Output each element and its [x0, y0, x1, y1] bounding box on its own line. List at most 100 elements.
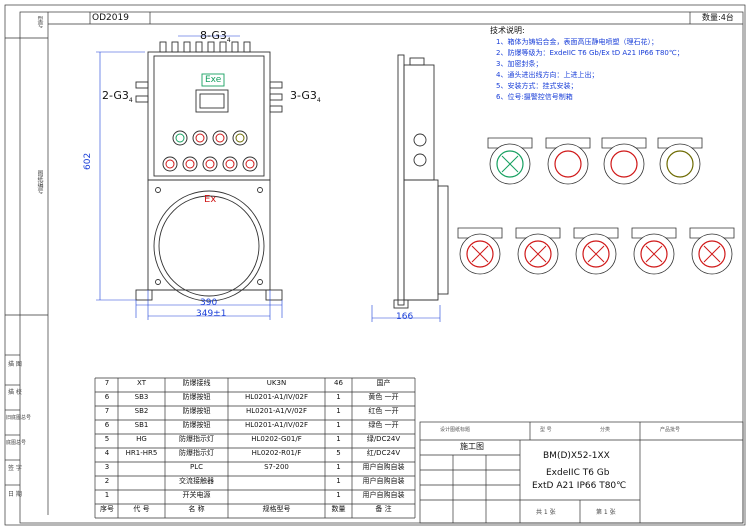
bom-cell-name: 防爆按钮: [182, 407, 211, 415]
quantity-label: 数量:4台: [702, 13, 734, 22]
bom-cell-note: 红/DC24V: [366, 449, 401, 457]
indicator-detail-icon: [601, 137, 647, 185]
bom-header-spec: 规格型号: [262, 505, 291, 513]
tech-note-6: 6、位号:摄警控信号制箱: [496, 93, 573, 101]
bom-header-name: 名 称: [188, 505, 205, 513]
bom-table-grid: [94, 377, 416, 519]
front-view: [135, 41, 283, 302]
bom-header-qty: 数量: [331, 505, 346, 513]
bom-cell-note: 红色 一开: [368, 407, 399, 415]
bom-cell-note: 用户自购自装: [362, 463, 405, 471]
tech-note-5: 5、安装方式：挂式安装；: [496, 82, 578, 90]
bom-cell-code: HR1-HR5: [125, 449, 158, 457]
tech-notes-title: 技术说明:: [490, 26, 525, 35]
tech-note-4: 4、通头进出线方向：上进上出；: [496, 71, 599, 79]
front-dimensions: [96, 35, 283, 320]
ex-label: Ex: [204, 194, 217, 205]
bom-header-no: 序号: [100, 505, 114, 513]
right-small-label-3: 分类: [600, 427, 611, 433]
page-number: 第 1 张: [596, 509, 616, 516]
indicator-detail-icon: [631, 227, 677, 275]
bom-cell-qty: 1: [336, 477, 341, 485]
bom-cell-no: 3: [104, 463, 110, 471]
side-dimensions: [371, 305, 441, 322]
indicator-detail-icon: [545, 137, 591, 185]
left-vertical-label: 图纸编号: [36, 170, 43, 194]
right-entry-label: 3-G34: [290, 89, 321, 105]
bom-cell-spec: UK3N: [266, 379, 287, 387]
bom-cell-note: 用户自购自装: [362, 491, 405, 499]
right-small-label-2: 型 号: [540, 427, 552, 433]
bom-cell-no: 6: [104, 421, 110, 429]
side-label-check: 描 校: [8, 389, 22, 396]
front-buttons-row1: [172, 130, 248, 146]
bom-cell-no: 4: [104, 449, 110, 457]
side-label-sign: 签 字: [8, 465, 22, 472]
tech-note-2: 2、防爆等级为：ExdeIIC T6 Gb/Ex tD A21 IP66 T80…: [496, 49, 684, 57]
indicator-detail-icon: [689, 227, 735, 275]
ex-rating-line2: ExtD A21 IP66 T80℃: [532, 481, 627, 491]
bom-cell-name: 交流接触器: [179, 477, 214, 485]
title-block-grid: [419, 421, 744, 524]
bom-cell-no: 1: [104, 491, 110, 499]
bom-cell-qty: 1: [336, 421, 341, 429]
bom-cell-code: SB1: [134, 421, 149, 429]
inner-frame: [19, 11, 744, 524]
indicator-detail-icon: [657, 137, 703, 185]
bom-cell-no: 7: [104, 379, 110, 387]
bom-header-note: 备 注: [375, 505, 392, 513]
indicator-detail-icon: [573, 227, 619, 275]
bom-cell-no: 6: [104, 393, 110, 401]
bom-cell-spec: HL0201-A1/IV/02F: [244, 421, 309, 429]
right-small-label-4: 产品批号: [660, 427, 681, 433]
bom-header-code: 代 号: [133, 505, 150, 513]
bom-cell-qty: 1: [336, 393, 341, 401]
bom-cell-spec: HL0201-A1/V/02F: [245, 407, 308, 415]
bom-cell-qty: 1: [336, 491, 341, 499]
bom-cell-name: 防爆指示灯: [179, 435, 214, 443]
bom-cell-no: 7: [104, 407, 110, 415]
bom-cell-qty: 46: [334, 379, 343, 387]
exe-label: Exe: [205, 75, 222, 85]
top-entry-label: 8-G34: [200, 29, 231, 45]
bom-cell-spec: HL0202-R01/F: [251, 449, 302, 457]
bom-cell-name: PLC: [189, 463, 203, 471]
bom-cell-qty: 1: [336, 407, 341, 415]
front-buttons-row2: [162, 156, 258, 172]
bom-cell-note: 用户自购自装: [362, 477, 405, 485]
bom-cell-qty: 1: [336, 463, 341, 471]
bom-cell-name: 防爆指示灯: [179, 449, 214, 457]
bom-cell-name: 防爆接线: [182, 379, 211, 387]
page-total: 共 1 张: [536, 509, 556, 516]
left-entry-label: 2-G34: [102, 89, 133, 105]
height-dimension: 602: [83, 152, 93, 170]
indicator-detail-icon: [515, 227, 561, 275]
side-label-base-number: 底图总号: [6, 440, 27, 446]
outer-width-dimension: 390: [200, 298, 218, 308]
bom-cell-no: 5: [104, 435, 110, 443]
tech-note-1: 1、箱体为铸铝合金，表面高压静电喷塑（理石花）；: [496, 38, 658, 46]
bom-cell-no: 2: [104, 477, 110, 485]
bom-cell-code: HG: [136, 435, 147, 443]
bom-cell-spec: HL0201-A1/IV/02F: [244, 393, 309, 401]
model-code: BM(D)X52-1XX: [543, 451, 610, 461]
bom-cell-name: 开关电源: [182, 491, 211, 499]
bom-cell-code: XT: [137, 379, 146, 387]
bom-cell-note: 绿/DC24V: [366, 435, 401, 443]
bom-cell-name: 防爆按钮: [182, 393, 211, 401]
side-view: [393, 54, 449, 309]
bom-cell-note: 国产: [376, 379, 391, 387]
bom-cell-note: 绿色 一开: [368, 421, 399, 429]
ex-rating-line1: ExdeIIC T6 Gb: [546, 468, 610, 478]
bom-cell-spec: HL0202-G01/F: [251, 435, 302, 443]
top-vertical-label: 型号: [36, 16, 43, 28]
side-label-date: 日 期: [8, 491, 22, 498]
bom-cell-note: 黄色 一开: [368, 393, 399, 401]
side-label-old-number: 旧底图总号: [6, 415, 32, 421]
bom-cell-spec: S7-200: [264, 463, 289, 471]
indicator-detail-icon: [487, 137, 533, 185]
drawing-code: OD2019: [92, 13, 129, 23]
bom-cell-code: SB3: [134, 393, 149, 401]
bom-cell-qty: 1: [336, 435, 341, 443]
